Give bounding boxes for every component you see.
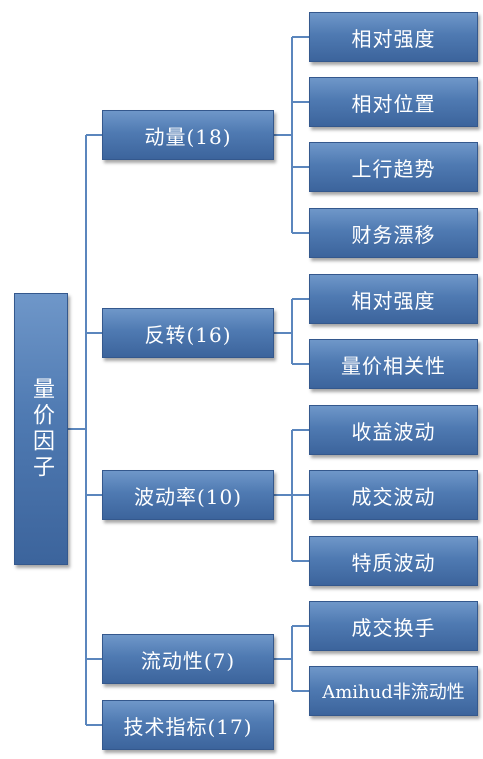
group-node-liquidity: 流动性(7) (102, 634, 274, 684)
group-node-reversal: 反转(16) (102, 308, 274, 358)
group-node-technical: 技术指标(17) (102, 700, 274, 750)
leaf-node-reversal-1: 相对强度 (309, 274, 478, 324)
leaf-node-momentum-1: 相对强度 (309, 12, 478, 62)
leaf-node-reversal-2: 量价相关性 (309, 339, 478, 389)
root-node: 量价因子 (14, 293, 68, 565)
group-node-momentum: 动量(18) (102, 110, 274, 160)
group-node-volatility: 波动率(10) (102, 470, 274, 520)
leaf-node-volatility-2: 成交波动 (309, 470, 478, 520)
leaf-node-momentum-3: 上行趋势 (309, 142, 478, 192)
leaf-node-liquidity-1: 成交换手 (309, 601, 478, 651)
leaf-node-volatility-1: 收益波动 (309, 405, 478, 455)
leaf-node-volatility-3: 特质波动 (309, 536, 478, 586)
leaf-node-momentum-4: 财务漂移 (309, 208, 478, 258)
leaf-node-liquidity-2: Amihud非流动性 (309, 666, 478, 716)
leaf-node-momentum-2: 相对位置 (309, 77, 478, 127)
